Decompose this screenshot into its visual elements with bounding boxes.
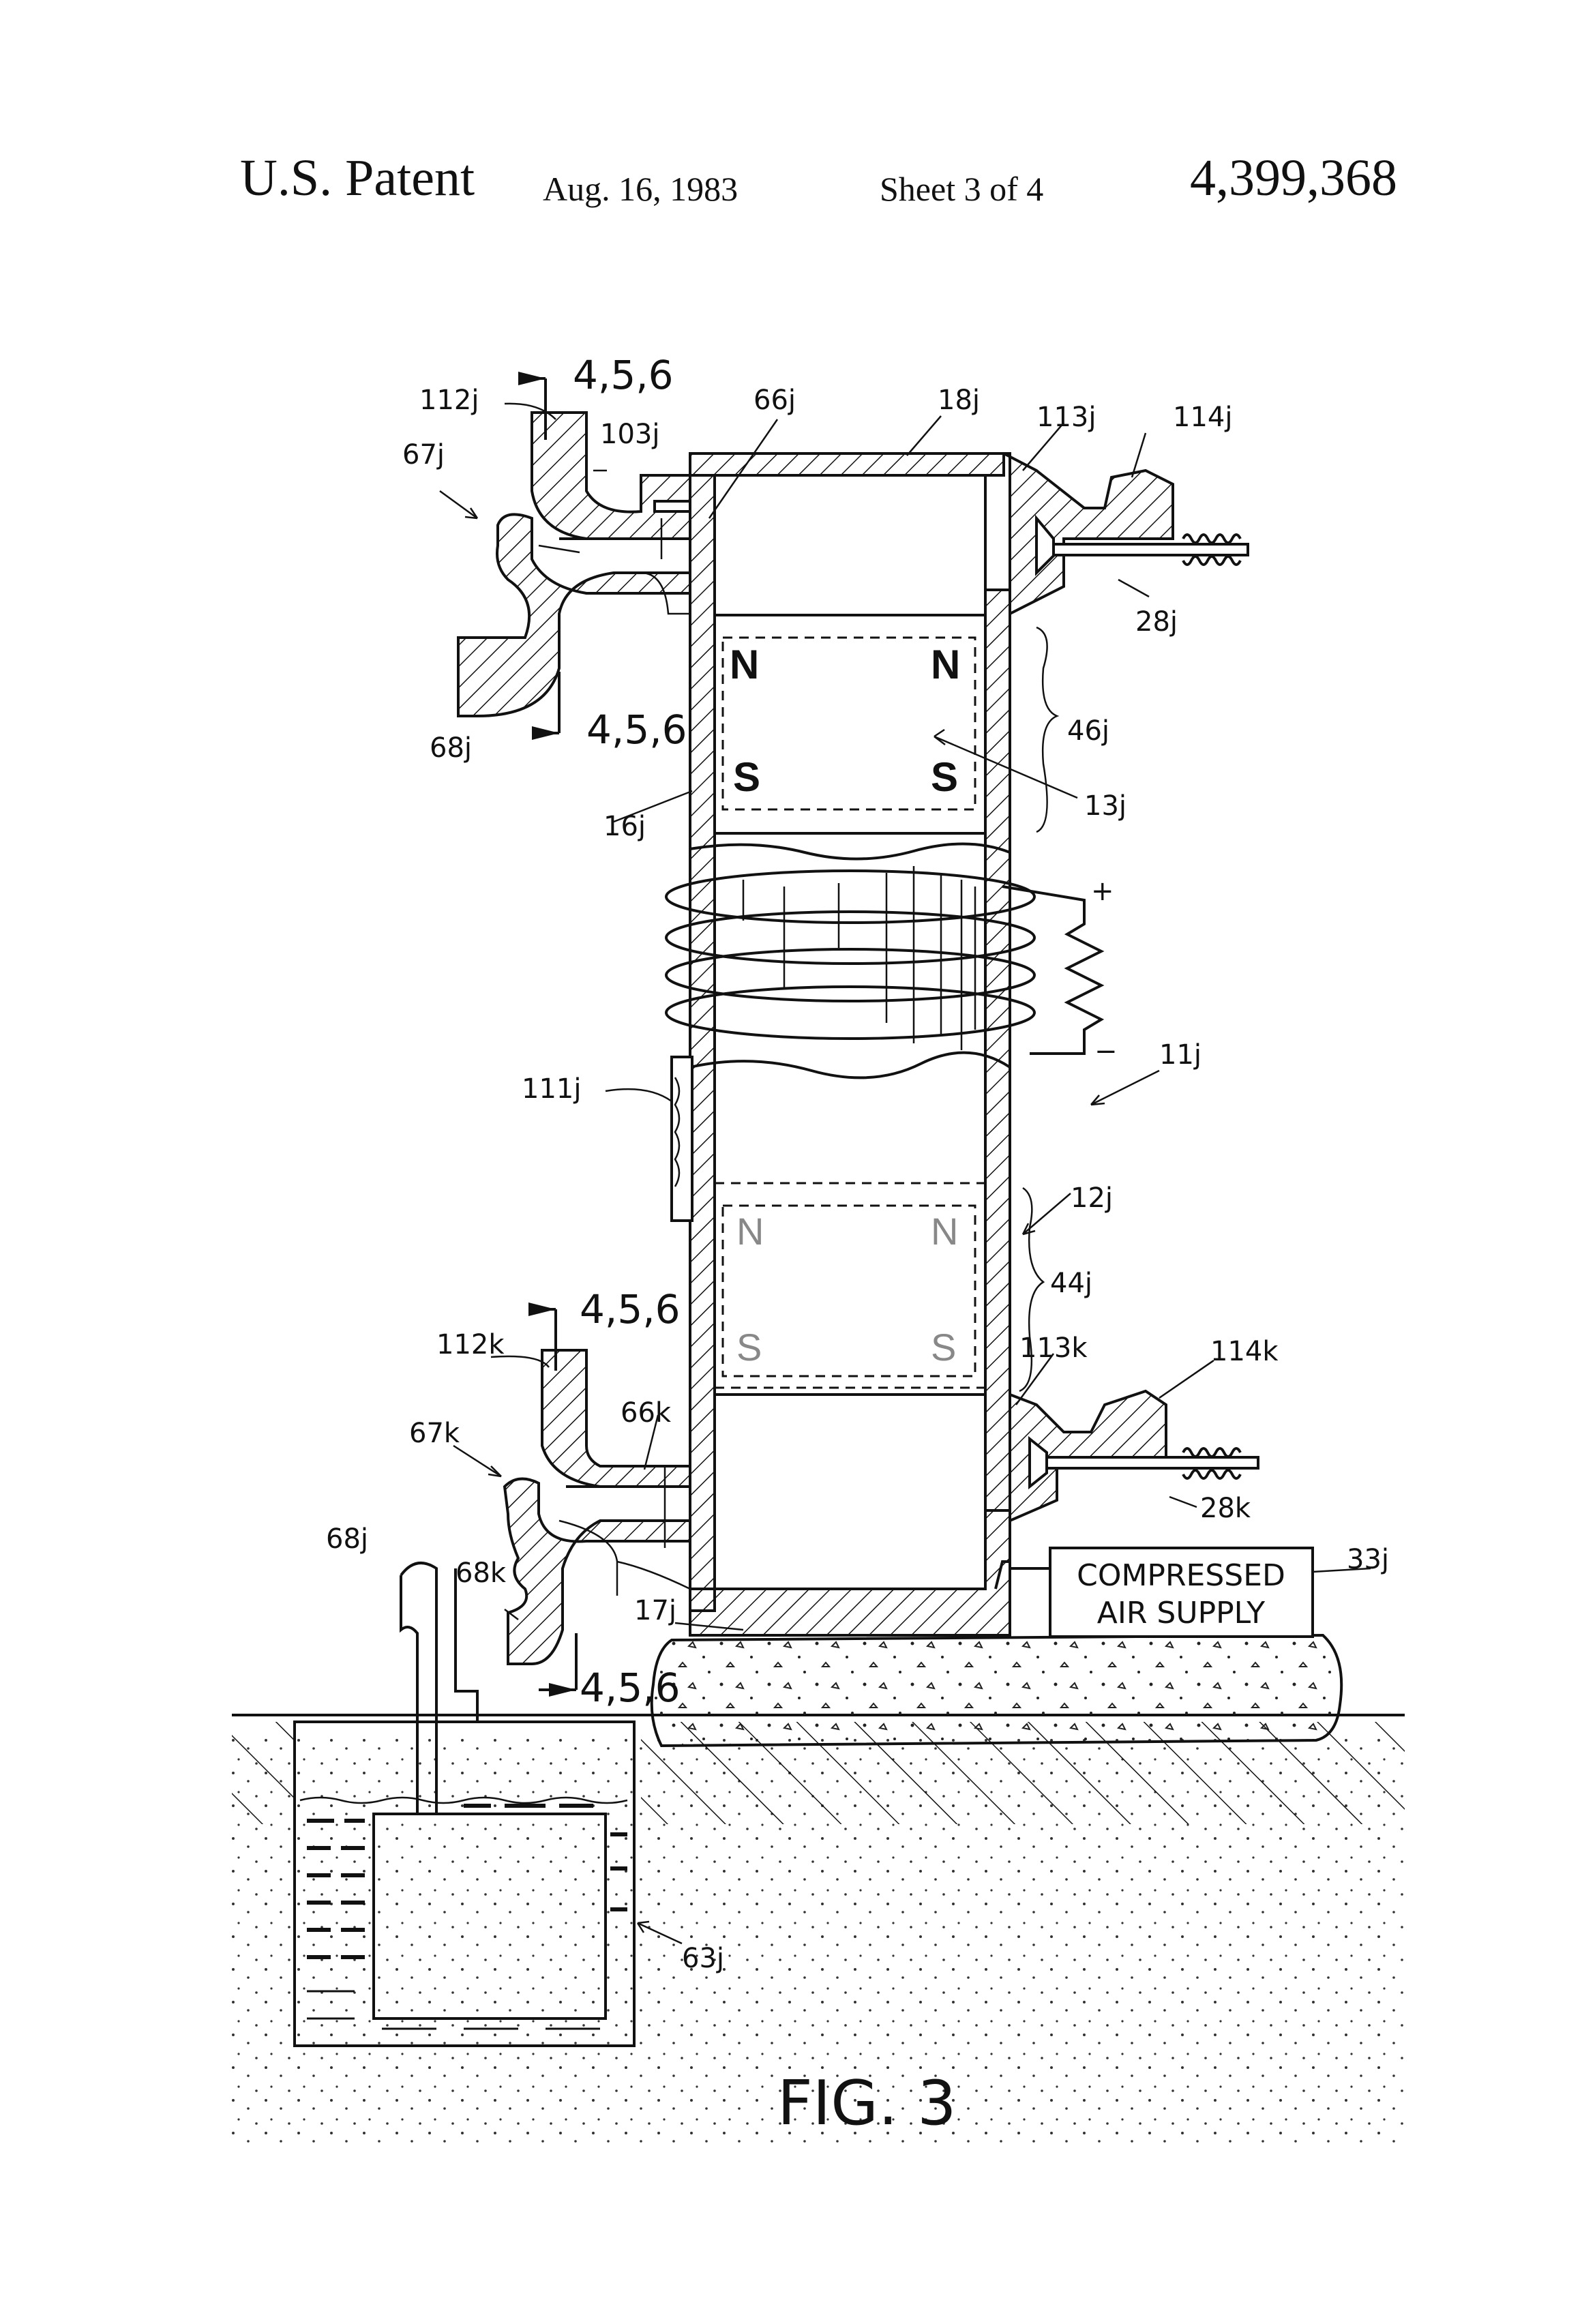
label-44j: 44j: [1050, 1268, 1092, 1299]
compressed-air-supply: COMPRESSED AIR SUPPLY: [1010, 1548, 1313, 1637]
upper-pole-north-left: N: [730, 642, 759, 687]
label-28j: 28j: [1135, 606, 1178, 638]
section-marker-label-2: 4,5,6: [586, 706, 687, 753]
plus-sign: +: [1091, 876, 1114, 907]
label-12j: 12j: [1071, 1182, 1113, 1214]
section-marker-label-3: 4,5,6: [580, 1286, 681, 1332]
upper-pole-south-right: S: [931, 754, 958, 800]
label-114j: 114j: [1173, 402, 1232, 433]
label-17j: 17j: [634, 1595, 676, 1626]
label-63j: 63j: [682, 1943, 724, 1974]
label-13j: 13j: [1084, 790, 1126, 822]
label-113j: 113j: [1036, 402, 1096, 433]
label-18j: 18j: [938, 385, 980, 416]
air-supply-line1: COMPRESSED: [1077, 1558, 1285, 1593]
label-114k: 114k: [1210, 1336, 1279, 1367]
label-33j: 33j: [1347, 1544, 1389, 1575]
upper-pole-north-right: N: [931, 642, 960, 687]
lower-pole-south-right: S: [931, 1326, 956, 1369]
section-marker-label-1: 4,5,6: [573, 352, 674, 398]
upper-valve-assembly: [458, 413, 690, 716]
label-11j: 11j: [1159, 1039, 1202, 1071]
lower-pole-north-left: N: [736, 1210, 764, 1253]
label-103j: 103j: [600, 419, 659, 450]
label-68j: 68j: [430, 732, 472, 764]
air-supply-line2: AIR SUPPLY: [1097, 1596, 1266, 1630]
label-66j: 66j: [753, 385, 796, 416]
upper-exhaust-valve: [1004, 453, 1248, 614]
label-67j: 67j: [402, 439, 445, 471]
label-68k: 68k: [456, 1558, 507, 1589]
label-112j: 112j: [419, 385, 479, 416]
section-marker-label-4: 4,5,6: [580, 1665, 681, 1711]
label-113k: 113k: [1019, 1332, 1088, 1364]
lower-pole-south-left: S: [736, 1326, 762, 1369]
label-66k: 66k: [621, 1397, 672, 1429]
label-68j-lower: 68j: [326, 1523, 368, 1555]
label-46j: 46j: [1067, 715, 1109, 747]
lower-pole-north-right: N: [931, 1210, 958, 1253]
minus-sign: −: [1094, 1036, 1118, 1067]
figure-caption: FIG. 3: [777, 2068, 957, 2139]
label-16j: 16j: [603, 811, 646, 842]
label-112k: 112k: [436, 1329, 505, 1360]
label-28k: 28k: [1200, 1493, 1251, 1524]
concrete-base: [652, 1635, 1342, 1746]
label-67k: 67k: [409, 1418, 460, 1449]
upper-pole-south-left: S: [733, 754, 760, 800]
label-111j: 111j: [522, 1073, 581, 1105]
